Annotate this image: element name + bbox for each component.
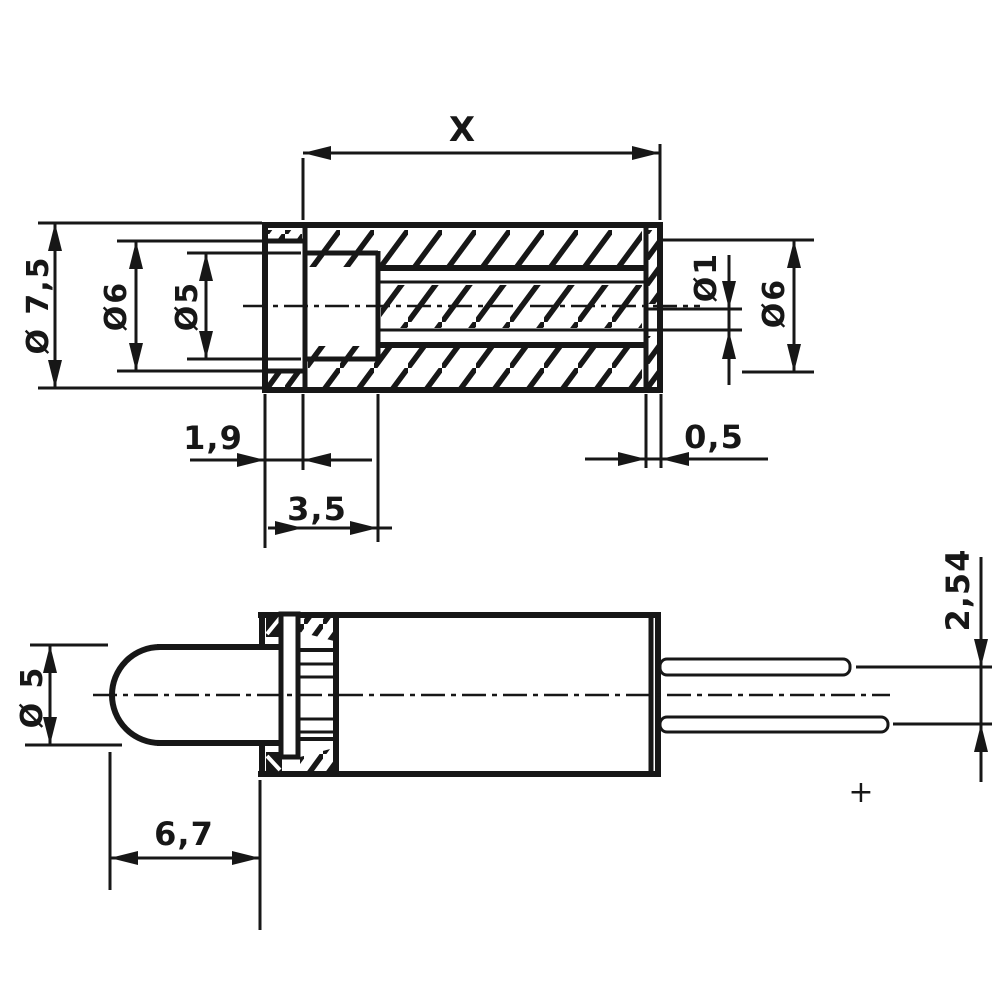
retaining-ring	[278, 611, 301, 760]
polarity-plus-mark: +	[848, 775, 873, 810]
dim-label-led-protrusion: 6,7	[154, 815, 214, 853]
dim-label-pin-pitch: 2,54	[939, 549, 977, 632]
dim-label-dia-pin-hole: Ø1	[689, 252, 724, 302]
dim-cavity-depth: 3,5	[268, 394, 392, 542]
dim-label-end-wall: 0,5	[684, 418, 744, 456]
dim-label-x: X	[449, 110, 475, 150]
clip-wedge-top	[300, 615, 334, 641]
pin-top	[658, 657, 852, 677]
hatch-endwall-bottom	[647, 336, 657, 387]
dim-label-cavity-depth: 3,5	[287, 490, 347, 528]
hatch-endwall-top	[647, 230, 657, 304]
side-view-assembly: Ø 5 6,7 2,54 +	[15, 549, 992, 930]
dim-dia-front-recess: Ø6	[99, 239, 263, 373]
dim-dia-cavity: Ø5	[170, 251, 301, 361]
clip-wedge-bottom	[300, 748, 334, 774]
hatch-bottom-wall	[308, 346, 642, 388]
pin-bottom	[658, 715, 890, 734]
dim-led-protrusion: 6,7	[108, 752, 262, 930]
hatch-flange-bottom	[268, 372, 302, 387]
dim-dia-flange: Ø 7,5	[21, 221, 262, 390]
dim-label-flange-width: 1,9	[183, 419, 243, 457]
dim-label-dia-led: Ø 5	[15, 666, 50, 729]
dim-label-dia-cavity: Ø5	[170, 281, 205, 331]
led-pins	[658, 657, 890, 734]
dim-flange-width: 1,9	[183, 394, 372, 548]
dim-dia-body: Ø6	[663, 238, 814, 374]
dim-label-dia-flange: Ø 7,5	[21, 255, 56, 354]
dim-label-dia-body: Ø6	[757, 278, 792, 328]
hatch-flange-top	[268, 230, 302, 240]
housing-outline	[262, 222, 742, 393]
top-view-section: X Ø 7,5 Ø6 Ø5	[21, 110, 814, 548]
holder-collar	[258, 611, 336, 777]
dim-length-x: X	[301, 110, 662, 220]
dim-dia-pin-hole: Ø1	[689, 252, 736, 385]
dim-dia-led: Ø 5	[15, 643, 122, 747]
dim-label-dia-front: Ø6	[99, 281, 134, 331]
dim-end-wall: 0,5	[585, 394, 768, 468]
dim-pin-pitch: 2,54	[856, 549, 992, 782]
hatch-top-wall	[308, 230, 642, 267]
